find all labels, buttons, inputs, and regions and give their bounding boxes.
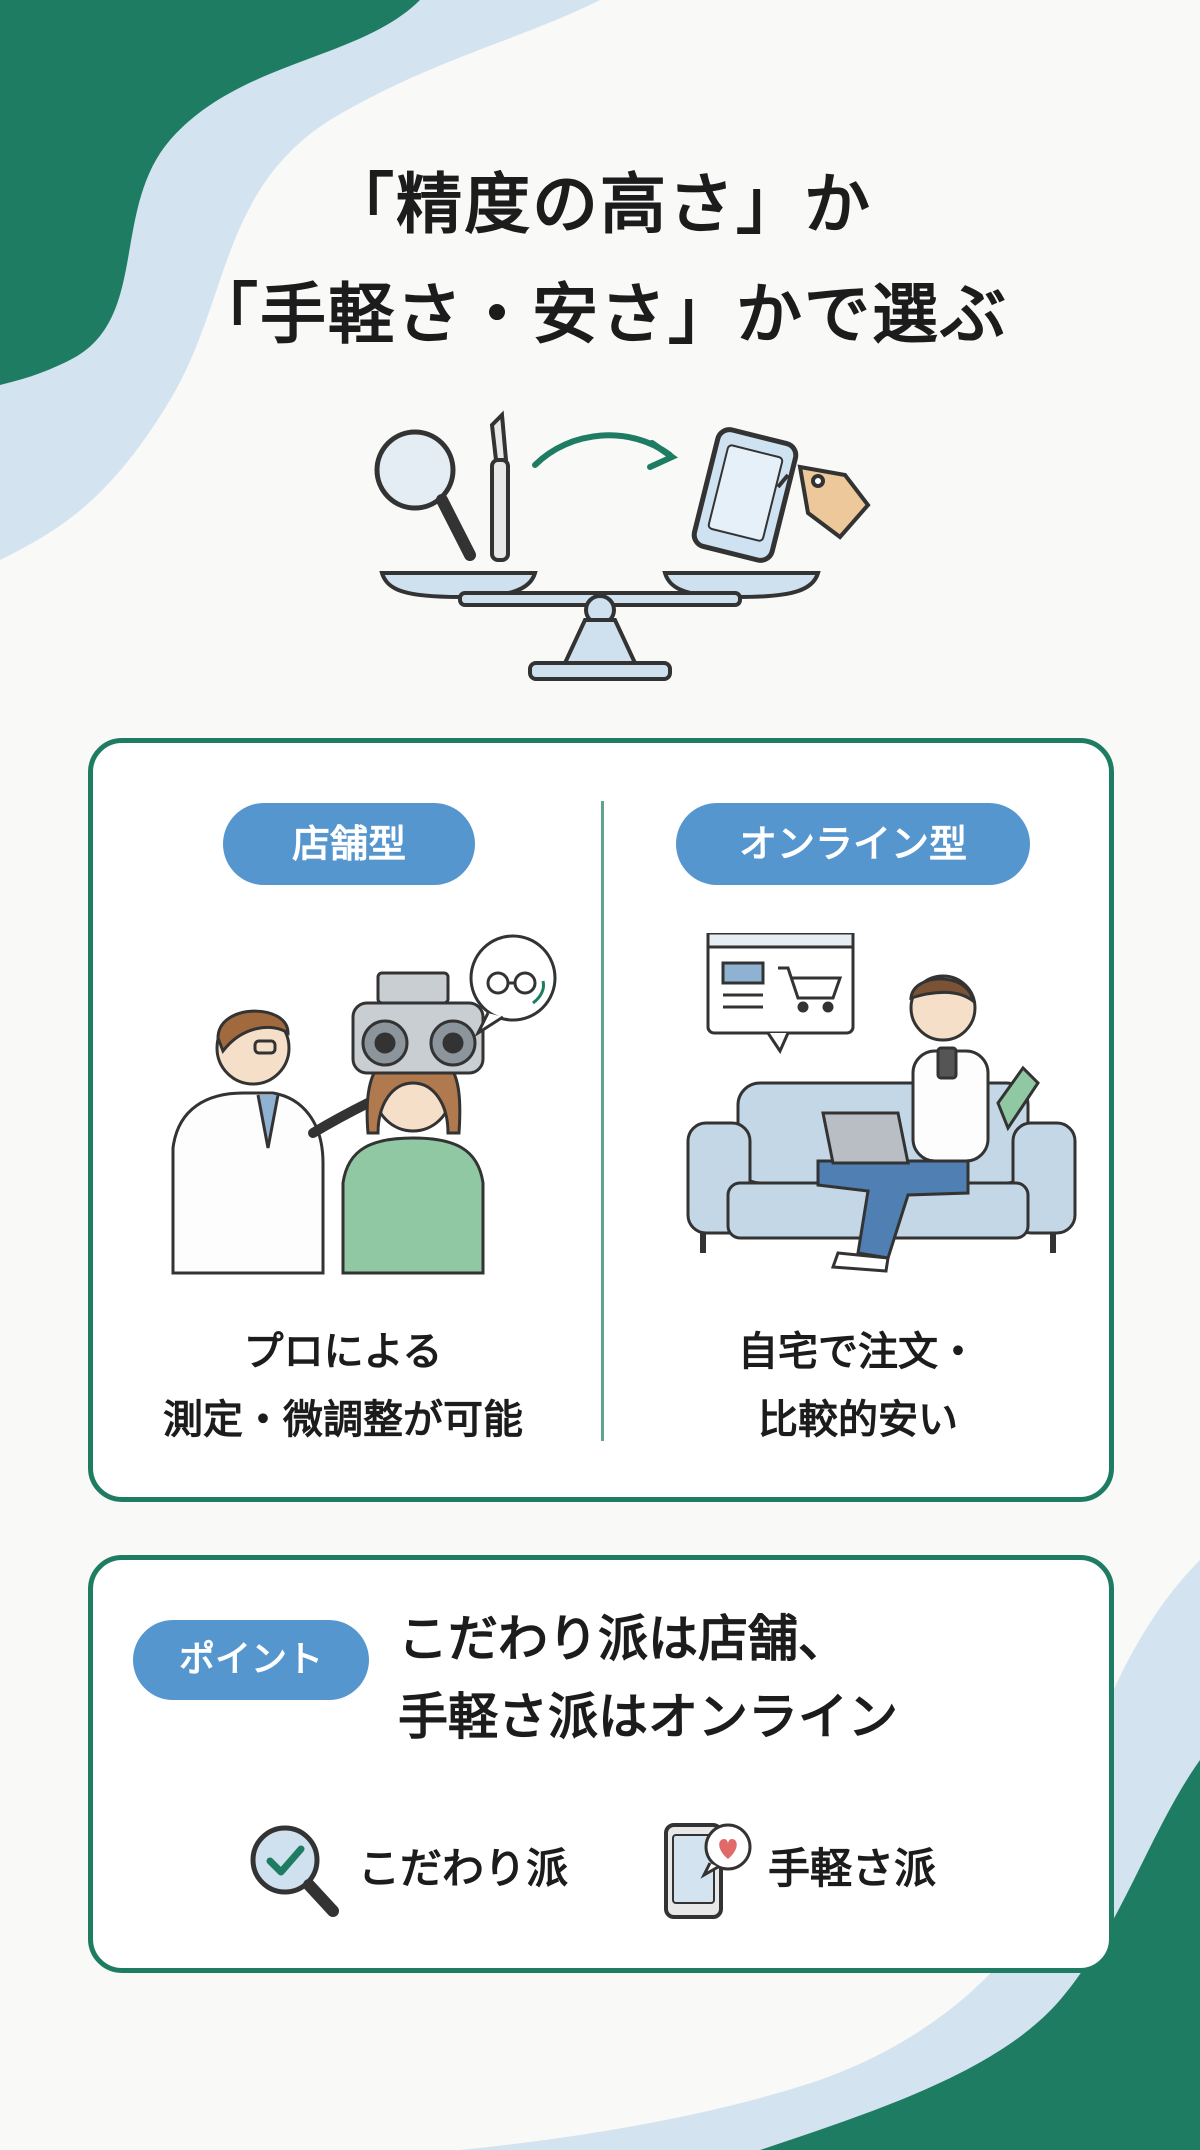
phoropter-icon xyxy=(351,971,485,1075)
bottom-right-green-wave xyxy=(760,1760,1200,2150)
point-summary-line-1: こだわり派は店舗、 xyxy=(398,1610,848,1668)
price-tag-icon xyxy=(776,464,871,540)
optometrist-figure xyxy=(171,1009,373,1275)
legend-item-tegaru: 手軽さ派 xyxy=(658,1815,1018,1925)
patient-figure xyxy=(341,1049,485,1275)
title-line-1: 「精度の高さ」か xyxy=(328,166,872,243)
magnifier-icon xyxy=(374,429,476,561)
smartphone-icon xyxy=(691,427,799,563)
online-caption: 自宅で注文・ 比較的安い xyxy=(623,1318,1093,1454)
store-caption: プロによる 測定・微調整が可能 xyxy=(113,1318,573,1454)
legend-label-tegaru: 手軽さ派 xyxy=(768,1844,937,1893)
eye-exam-illustration xyxy=(171,934,557,1275)
arrow-icon xyxy=(532,432,679,470)
hero-illustration xyxy=(374,410,871,681)
point-summary-line-2: 手軽さ派はオンライン xyxy=(398,1688,898,1746)
online-type-badge: オンライン型 xyxy=(676,803,1030,885)
legend-label-kodawari: こだわり派 xyxy=(358,1844,569,1893)
store-type-badge: 店舗型 xyxy=(223,803,475,885)
legend-item-kodawari: こだわり派 xyxy=(243,1815,623,1925)
point-badge: ポイント xyxy=(133,1620,369,1700)
point-summary: こだわり派は店舗、 手軽さ派はオンライン xyxy=(398,1600,1098,1756)
store-caption-line-1: プロによる xyxy=(243,1329,443,1375)
browser-window-icon xyxy=(706,933,855,1055)
person-with-laptop-figure xyxy=(816,974,1040,1273)
phone-heart-icon xyxy=(664,1823,752,1919)
magnifier-check-icon xyxy=(250,1825,339,1917)
online-caption-line-1: 自宅で注文・ xyxy=(738,1329,978,1375)
top-left-green-wave xyxy=(0,0,420,385)
scalpel-icon xyxy=(489,410,510,562)
title-line-2: 「手軽さ・安さ」かで選ぶ xyxy=(192,276,1008,353)
store-caption-line-2: 測定・微調整が可能 xyxy=(163,1397,523,1443)
point-card: ポイント こだわり派は店舗、 手軽さ派はオンライン こだわり派 手軽さ派 xyxy=(88,1555,1114,1973)
balance-scale-icon xyxy=(379,571,821,681)
online-shopping-illustration xyxy=(686,933,1077,1273)
online-caption-line-2: 比較的安い xyxy=(758,1397,958,1443)
comparison-card: 店舗型 オンライン型 xyxy=(88,738,1114,1502)
comparison-divider xyxy=(601,801,604,1441)
speech-bubble-glasses-icon xyxy=(469,934,557,1038)
bottom-right-light-wave xyxy=(460,1560,1200,2150)
page-title: 「精度の高さ」か 「手軽さ・安さ」かで選ぶ xyxy=(0,150,1200,370)
